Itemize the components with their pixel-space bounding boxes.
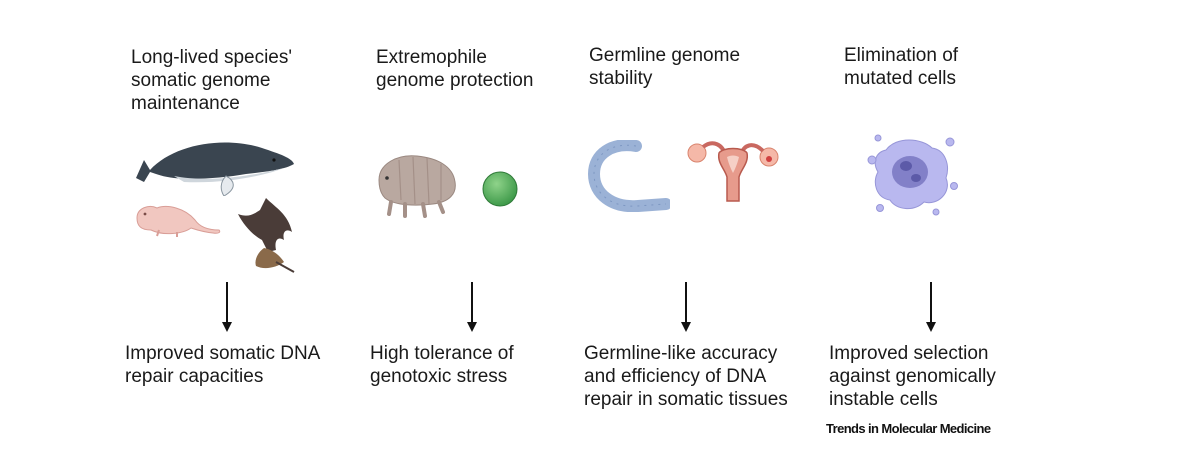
- column-1-outcome: Improved somatic DNA repair capacities: [125, 343, 321, 387]
- naked-mole-rat-icon: [136, 205, 221, 237]
- column-4-outcome: Improved selection against genomically i…: [829, 343, 996, 410]
- apoptotic-cell-icon: [867, 134, 958, 216]
- column-3-outcome: Germline-like accuracy and efficiency of…: [584, 343, 788, 410]
- uterus-icon: [687, 141, 779, 202]
- arrow-down-icon: [467, 282, 477, 332]
- whale-icon: [136, 142, 294, 196]
- journal-credit: Trends in Molecular Medicine: [826, 421, 991, 436]
- column-2-title: Extremophile genome protection: [376, 47, 534, 91]
- arrow-down-icon: [222, 282, 232, 332]
- column-1-title: Long-lived species' somatic genome maint…: [131, 47, 292, 114]
- column-4-title: Elimination of mutated cells: [844, 45, 959, 89]
- arrow-down-icon: [681, 282, 691, 332]
- column-3-title: Germline genome stability: [589, 45, 741, 89]
- green-cell-icon: [482, 171, 518, 207]
- arrow-down-icon: [926, 282, 936, 332]
- tardigrade-icon: [378, 155, 456, 218]
- column-2-outcome: High tolerance of genotoxic stress: [370, 343, 514, 387]
- bat-icon: [238, 198, 295, 273]
- chromosome-icon: [588, 140, 670, 212]
